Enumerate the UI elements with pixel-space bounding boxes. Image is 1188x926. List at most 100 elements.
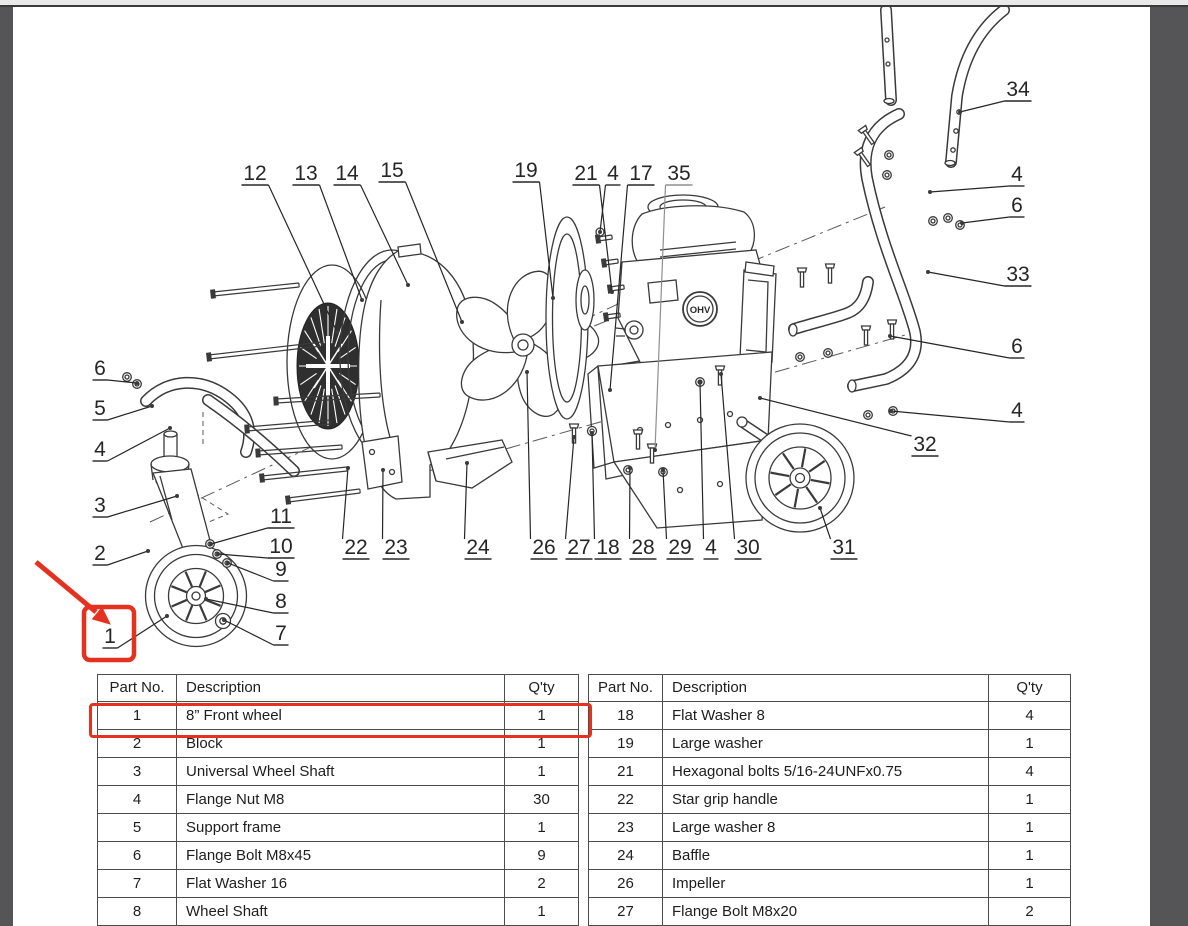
cell-description: Flange Bolt M8x20 (662, 897, 989, 926)
cell-part-no: 18 (588, 701, 663, 730)
cell-qty: 30 (504, 785, 579, 814)
callout-12: 12 (243, 162, 266, 185)
callout-31: 31 (832, 536, 855, 559)
cell-description: Flat Washer 8 (662, 701, 989, 730)
cell-qty: 4 (988, 701, 1071, 730)
callout-2: 2 (94, 542, 106, 565)
cell-description: Flat Washer 16 (176, 869, 505, 898)
cell-part-no: 7 (97, 869, 177, 898)
callout-7: 7 (275, 622, 287, 645)
callout-24: 24 (466, 536, 490, 559)
cell-part-no: 2 (97, 729, 177, 758)
cell-qty: 4 (988, 757, 1071, 786)
cell-description: Universal Wheel Shaft (176, 757, 505, 786)
front-caster-assembly (122, 372, 300, 648)
cell-description: Block (176, 729, 505, 758)
callout-32: 32 (913, 433, 936, 456)
callout-4: 4 (1011, 399, 1023, 422)
callout-8: 8 (275, 590, 287, 613)
callout-6: 6 (1011, 335, 1023, 358)
callout-4: 4 (705, 536, 717, 559)
callout-13: 13 (294, 162, 317, 185)
callout-30: 30 (736, 536, 759, 559)
cell-description: Large washer 8 (662, 813, 989, 842)
callout-23: 23 (384, 536, 407, 559)
callout-35: 35 (667, 162, 690, 185)
cell-qty: 1 (504, 701, 579, 730)
long-mount-bolts (206, 234, 625, 505)
cell-description: 8” Front wheel (176, 701, 505, 730)
callout-33: 33 (1006, 263, 1029, 286)
callout-19: 19 (514, 159, 537, 182)
highlight-arrow-head (91, 606, 111, 625)
col-header-part-no: Part No. (588, 674, 663, 702)
cell-description: Flange Bolt M8x45 (176, 841, 505, 870)
cell-part-no: 24 (588, 841, 663, 870)
viewer-top-strip (0, 0, 1188, 7)
cell-description: Flange Nut M8 (176, 785, 505, 814)
callout-1: 1 (104, 625, 116, 648)
callout-3: 3 (94, 494, 106, 517)
engine: OHV (615, 194, 777, 367)
callout-10: 10 (269, 535, 292, 558)
callout-26: 26 (532, 536, 555, 559)
callout-18: 18 (596, 536, 619, 559)
cell-description: Star grip handle (662, 785, 989, 814)
callout-11: 11 (270, 505, 292, 528)
callout-14: 14 (335, 162, 359, 185)
cell-qty: 1 (504, 729, 579, 758)
red-annotations (34, 560, 137, 663)
table-header-row: Part No. Description Q'ty (588, 674, 1071, 702)
cell-part-no: 6 (97, 841, 177, 870)
cell-qty: 1 (988, 869, 1071, 898)
callout-5: 5 (94, 397, 106, 420)
highlight-box-part-1 (81, 604, 137, 663)
callout-29: 29 (668, 536, 691, 559)
cell-description: Baffle (662, 841, 989, 870)
col-header-qty: Q'ty (504, 674, 579, 702)
exploded-parts-diagram: OHV (34, 7, 1032, 663)
cell-part-no: 21 (588, 757, 663, 786)
document-page: OHV (13, 7, 1150, 926)
base-plate (587, 351, 773, 529)
fan-guard-disc (286, 264, 378, 460)
cell-qty: 2 (504, 869, 579, 898)
cell-part-no: 4 (97, 785, 177, 814)
cell-part-no: 26 (588, 869, 663, 898)
cell-qty: 1 (988, 813, 1071, 842)
cell-part-no: 3 (97, 757, 177, 786)
callout-6: 6 (94, 357, 106, 380)
col-header-description: Description (176, 674, 505, 702)
cell-part-no: 22 (588, 785, 663, 814)
cell-description: Large washer (662, 729, 989, 758)
baffle (427, 439, 513, 489)
rear-wheel (736, 416, 855, 533)
callout-9: 9 (275, 558, 287, 581)
cell-description: Support frame (176, 813, 505, 842)
table-header-row: Part No. Description Q'ty (97, 674, 579, 702)
callout-22: 22 (344, 536, 367, 559)
callout-34: 34 (1006, 78, 1030, 101)
cell-part-no: 5 (97, 813, 177, 842)
cell-qty: 1 (504, 897, 579, 926)
cell-description: Wheel Shaft (176, 897, 505, 926)
callout-4: 4 (94, 438, 106, 461)
callout-28: 28 (631, 536, 654, 559)
callout-15: 15 (380, 159, 403, 182)
cell-part-no: 1 (97, 701, 177, 730)
